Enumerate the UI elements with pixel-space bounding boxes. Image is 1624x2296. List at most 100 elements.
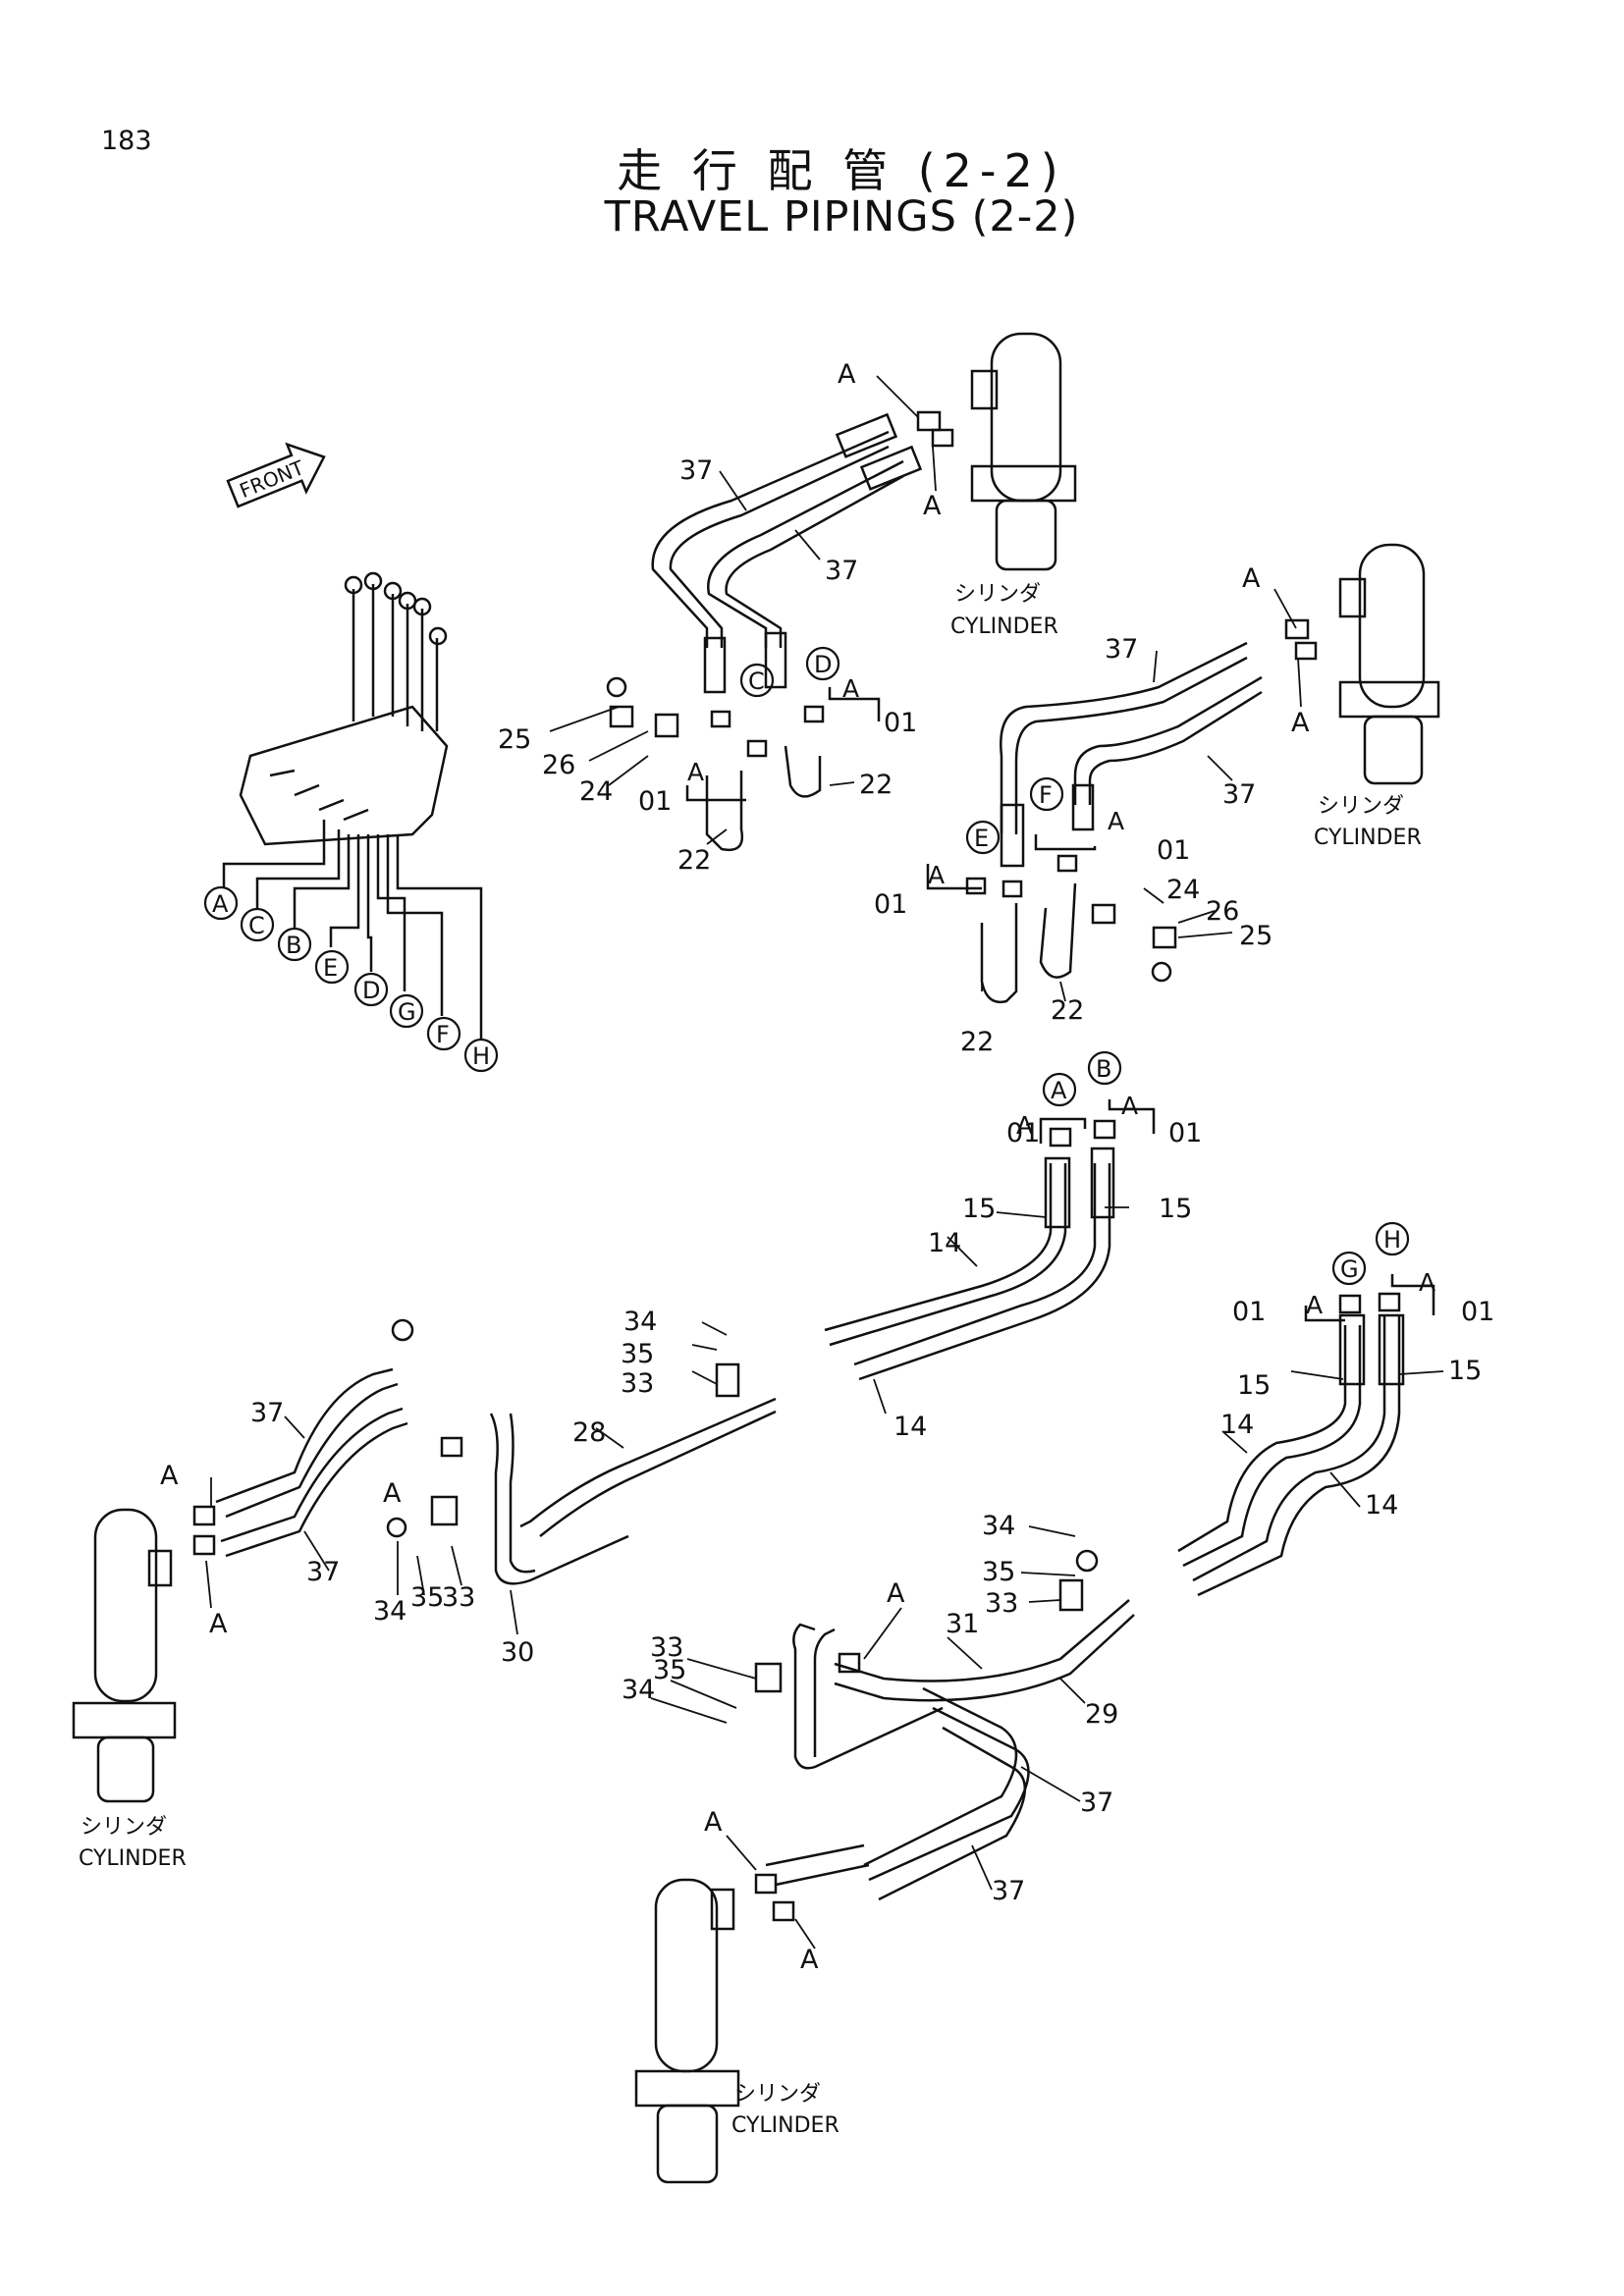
cylinder-label-jp: シリンダ xyxy=(954,582,1041,607)
callout-01: 01 xyxy=(874,889,907,920)
callout-22: 22 xyxy=(677,845,711,876)
callout-34: 34 xyxy=(982,1511,1015,1541)
port-g-tag: G xyxy=(1340,1255,1359,1283)
a-label: A xyxy=(687,758,704,786)
callout-15: 15 xyxy=(1237,1370,1271,1401)
callout-01: 01 xyxy=(1232,1297,1266,1327)
callout-22: 22 xyxy=(859,770,893,800)
hoses-left xyxy=(215,1367,629,1585)
callout-38: A xyxy=(887,1578,905,1609)
callout-37: 37 xyxy=(306,1557,340,1587)
cylinder-top-middle: シリンダ CYLINDER xyxy=(950,332,1077,639)
a-label: A xyxy=(1419,1268,1435,1297)
callout-34: 34 xyxy=(373,1596,406,1627)
callout-14: 14 xyxy=(928,1228,961,1258)
callout-38: A xyxy=(383,1478,402,1509)
callout-37: 37 xyxy=(1105,634,1138,665)
callout-33: 33 xyxy=(621,1368,654,1399)
port-e-tag: E xyxy=(974,825,989,852)
callout-22: 22 xyxy=(1051,995,1084,1026)
callout-38: A xyxy=(160,1461,179,1491)
port-b-tag: B xyxy=(1096,1055,1111,1083)
port-a-tag: A xyxy=(1051,1077,1067,1104)
callout-33: 33 xyxy=(442,1582,475,1613)
port-h-label: H xyxy=(472,1042,490,1070)
cylinder-label-en: CYLINDER xyxy=(1314,826,1422,850)
callout-24: 24 xyxy=(1166,875,1200,905)
a-label: A xyxy=(1121,1092,1138,1120)
port-d-tag: D xyxy=(814,651,832,678)
callout-15: 15 xyxy=(962,1194,996,1224)
callout-38: A xyxy=(704,1807,723,1838)
callout-33: 33 xyxy=(985,1588,1018,1619)
callout-01: 01 xyxy=(1461,1297,1494,1327)
leader-lines xyxy=(205,375,1444,1949)
callout-14: 14 xyxy=(1365,1490,1398,1521)
hoses-top-middle xyxy=(651,412,923,694)
callout-26: 26 xyxy=(1206,896,1239,927)
callout-34: 34 xyxy=(622,1675,655,1705)
a-label: A xyxy=(842,674,859,703)
callout-38: A xyxy=(800,1945,819,1975)
callout-35: 35 xyxy=(653,1655,686,1685)
callout-30: 30 xyxy=(501,1637,534,1668)
cylinder-bottom-left: シリンダ CYLINDER xyxy=(72,1508,187,1871)
callout-38: A xyxy=(838,359,856,390)
cylinder-label-en: CYLINDER xyxy=(950,614,1058,639)
front-arrow-icon: FRONT xyxy=(226,442,326,508)
callout-38: A xyxy=(209,1609,228,1639)
a-label: A xyxy=(1306,1291,1323,1319)
a-bracket-labels: A A A A A A A A xyxy=(687,674,1435,1319)
port-f-label: F xyxy=(436,1021,450,1048)
callout-26: 26 xyxy=(542,750,575,780)
callout-01: 01 xyxy=(638,786,672,817)
cylinder-top-right: シリンダ CYLINDER xyxy=(1314,543,1440,850)
title-japanese: 走 行 配 管 (2-2) xyxy=(617,144,1066,197)
control-valve xyxy=(222,571,483,1041)
callout-14: 14 xyxy=(1220,1410,1254,1440)
callout-35: 35 xyxy=(621,1339,654,1369)
callout-numbers: A A 37 37 A A 37 37 25 26 24 01 22 22 01… xyxy=(160,359,1494,1975)
port-f-tag: F xyxy=(1039,781,1053,809)
hoses-bottom xyxy=(765,1599,1135,1901)
port-h-tag: H xyxy=(1383,1226,1401,1254)
callout-34: 34 xyxy=(623,1307,657,1337)
port-c-label: C xyxy=(248,912,265,939)
callout-14: 14 xyxy=(893,1412,927,1442)
port-e-label: E xyxy=(323,954,338,982)
callout-37: 37 xyxy=(825,556,858,586)
callout-35: 35 xyxy=(410,1582,444,1613)
page-number: 183 xyxy=(101,126,152,156)
callout-37: 37 xyxy=(992,1876,1025,1906)
hoses-bottom-center xyxy=(519,1147,1115,1537)
callout-15: 15 xyxy=(1448,1356,1482,1386)
port-g-label: G xyxy=(398,998,416,1026)
cylinder-label-en: CYLINDER xyxy=(731,2113,839,2138)
fitting-port-labels: C D E F A B G H xyxy=(739,646,1410,1286)
callout-37: 37 xyxy=(679,455,713,486)
a-brackets xyxy=(685,687,1435,1322)
port-a-label: A xyxy=(212,890,229,918)
title-english: TRAVEL PIPINGS (2-2) xyxy=(604,192,1079,241)
port-d-label: D xyxy=(362,977,380,1004)
callout-37: 37 xyxy=(1222,779,1256,810)
hoses-bottom-right xyxy=(1177,1313,1405,1597)
callout-35: 35 xyxy=(982,1557,1015,1587)
callout-33: 33 xyxy=(650,1632,683,1663)
cylinder-label-jp: シリンダ xyxy=(734,2082,821,2107)
callout-24: 24 xyxy=(579,776,613,807)
a-label: A xyxy=(1016,1111,1033,1140)
callout-38: A xyxy=(1291,708,1310,738)
port-c-tag: C xyxy=(748,667,765,695)
cylinder-bottom-center: シリンダ CYLINDER xyxy=(634,1878,839,2184)
port-b-label: B xyxy=(286,932,301,959)
callout-25: 25 xyxy=(1239,921,1272,951)
callout-31: 31 xyxy=(946,1609,979,1639)
callout-25: 25 xyxy=(498,724,531,755)
a-label: A xyxy=(1108,807,1124,835)
fittings xyxy=(192,410,1401,1922)
callout-22: 22 xyxy=(960,1027,994,1057)
callout-01: 01 xyxy=(884,708,917,738)
cylinder-label-en: CYLINDER xyxy=(79,1846,187,1871)
